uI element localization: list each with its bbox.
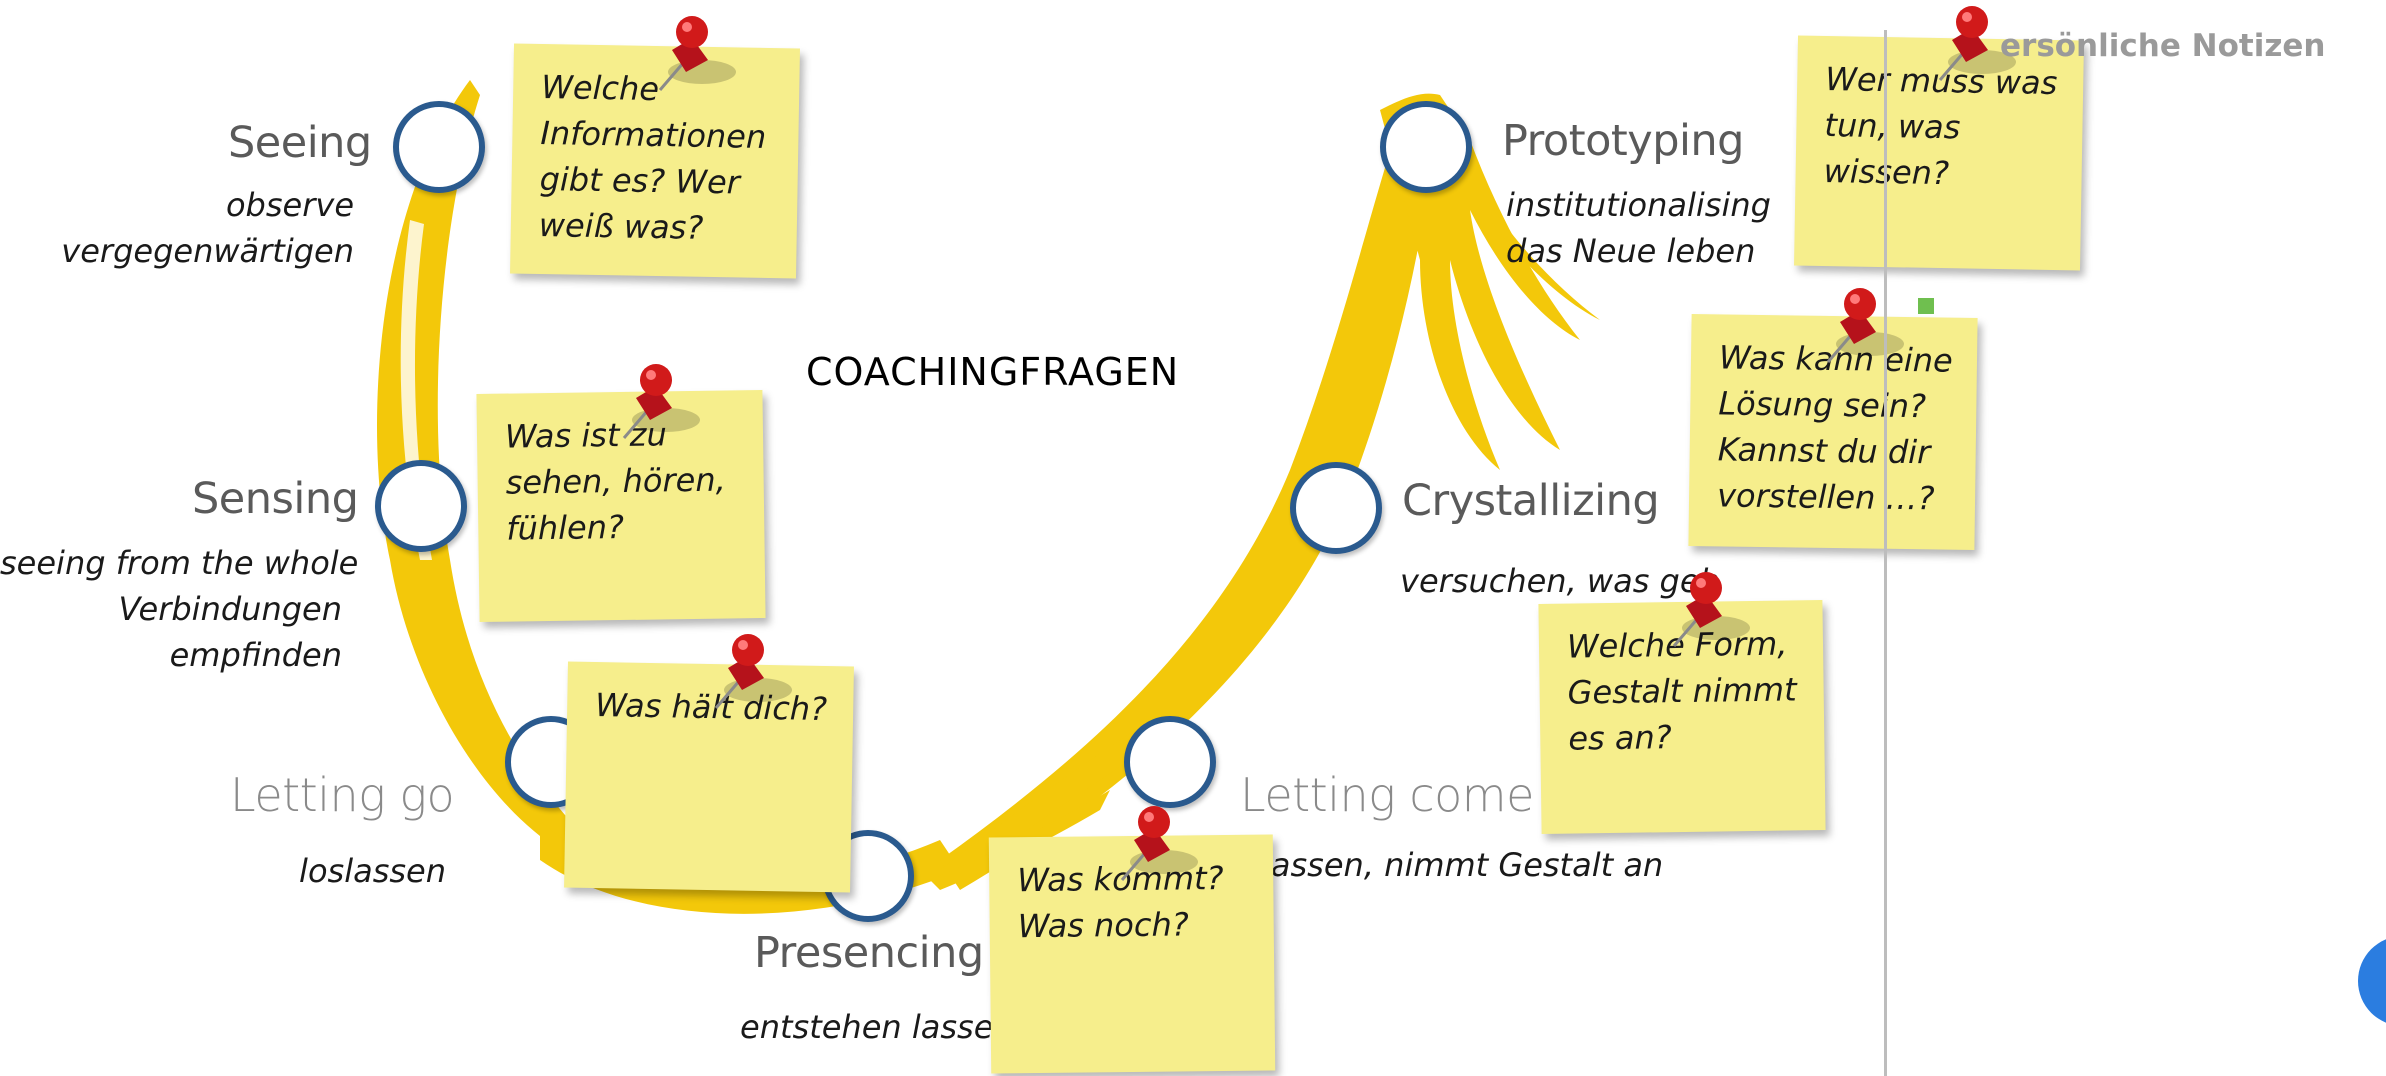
letting-come-label: Letting come: [1240, 768, 1534, 822]
pushpin-icon: [1672, 572, 1750, 647]
bullet-icon: [1918, 298, 1934, 314]
sensing-label: Sensing: [192, 474, 359, 524]
side-panel-title: ersönliche Notizen: [2000, 28, 2326, 64]
letting-come-circle: [1124, 716, 1216, 808]
letting-go-subtext: loslassen: [299, 852, 446, 890]
letting-go-label: Letting go: [230, 768, 455, 822]
sensing-circle: [375, 460, 467, 552]
pushpin-icon: [714, 634, 792, 709]
pushpin-icon: [1938, 6, 2016, 81]
floating-action-button[interactable]: [2358, 936, 2386, 1026]
diagram-title: COACHINGFRAGEN: [806, 350, 1180, 394]
pushpin-icon: [658, 16, 736, 91]
crystallizing-subtext: versuchen, was geh: [1400, 562, 1720, 600]
crystallizing-circle: [1290, 462, 1382, 554]
pushpin-icon: [1826, 288, 1904, 363]
seeing-circle: [393, 101, 485, 193]
crystallizing-label: Crystallizing: [1402, 476, 1660, 526]
side-panel-divider: [1884, 30, 1887, 1076]
prototyping-circle: [1380, 101, 1472, 193]
pushpin-icon: [1120, 806, 1198, 881]
pushpin-icon: [622, 364, 700, 439]
presencing-subtext: entstehen lassen: [740, 1008, 1014, 1046]
presencing-label: Presencing: [754, 928, 984, 978]
prototyping-label: Prototyping: [1502, 116, 1744, 166]
letting-come-subtext: lassen, nimmt Gestalt an: [1262, 846, 1664, 884]
seeing-label: Seeing: [228, 118, 372, 168]
